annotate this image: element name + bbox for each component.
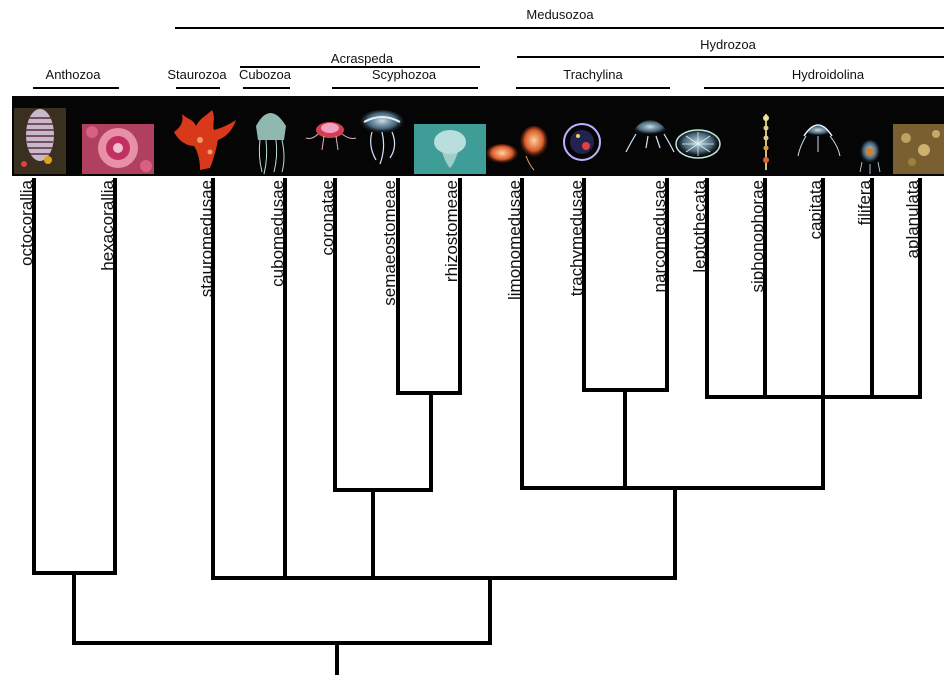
taxon-label-trachymedusae: trachymedusae	[567, 180, 586, 296]
group-label-medusozoa: Medusozoa	[526, 7, 594, 22]
semaeostomeae-photo	[360, 110, 404, 165]
node-scyphozoa	[333, 488, 433, 580]
narcomedusae-photo	[625, 120, 675, 153]
taxon-label-hexacorallia: hexacorallia	[98, 179, 117, 270]
capitata-photo	[797, 124, 841, 157]
node-hydroidolina	[705, 395, 922, 490]
taxon-label-limonomedusae: limonomedusae	[505, 180, 524, 300]
node-anthozoa	[32, 571, 117, 645]
group-headers: Medusozoa Hydrozoa Acraspeda Anthozoa St…	[33, 7, 944, 89]
group-label-scyphozoa: Scyphozoa	[372, 67, 437, 82]
taxon-label-octocorallia: octocorallia	[17, 179, 36, 266]
taxon-label-rhizostomeae: rhizostomeae	[442, 180, 461, 282]
taxon-label-siphonophorae: siphonophorae	[748, 180, 767, 292]
taxon-label-cubomedusae: cubomedusae	[268, 180, 287, 287]
group-label-hydroidolina: Hydroidolina	[792, 67, 865, 82]
stauromedusae-photo	[174, 110, 236, 170]
limonomedusae-photo	[486, 126, 548, 171]
taxon-label-aplanulata: aplanulata	[903, 179, 922, 258]
taxon-label-capitata: capitata	[806, 179, 825, 239]
octocorallia-photo	[14, 108, 66, 174]
cubomedusae-photo	[256, 113, 286, 175]
aplanulata-photo	[893, 124, 944, 174]
tree-branches	[32, 178, 922, 675]
node-root	[72, 641, 492, 675]
group-label-trachylina: Trachylina	[563, 67, 623, 82]
group-label-cubozoa: Cubozoa	[239, 67, 292, 82]
hexacorallia-photo	[82, 124, 154, 174]
filifera-photo	[859, 140, 881, 174]
node-trachy-narco	[582, 388, 669, 490]
photo-strip	[12, 96, 944, 176]
node-semaeo-rhizo	[396, 391, 462, 492]
trachymedusae-photo	[563, 123, 601, 161]
rhizostomeae-photo	[414, 124, 486, 174]
taxon-label-filifera: filifera	[855, 179, 874, 225]
taxon-label-narcomedusae: narcomedusae	[650, 180, 669, 292]
group-label-acraspeda: Acraspeda	[331, 51, 394, 66]
taxon-label-leptothecata: leptothecata	[690, 179, 709, 272]
taxon-label-semaeostomeae: semaeostomeae	[380, 180, 399, 306]
group-label-staurozoa: Staurozoa	[167, 67, 227, 82]
taxon-label-coronatae: coronatae	[318, 180, 337, 256]
node-medusozoa	[211, 576, 677, 645]
coronatae-photo	[305, 122, 357, 151]
siphonophorae-photo	[763, 114, 769, 170]
group-label-anthozoa: Anthozoa	[46, 67, 102, 82]
group-label-hydrozoa: Hydrozoa	[700, 37, 756, 52]
leptothecata-photo	[675, 129, 721, 159]
